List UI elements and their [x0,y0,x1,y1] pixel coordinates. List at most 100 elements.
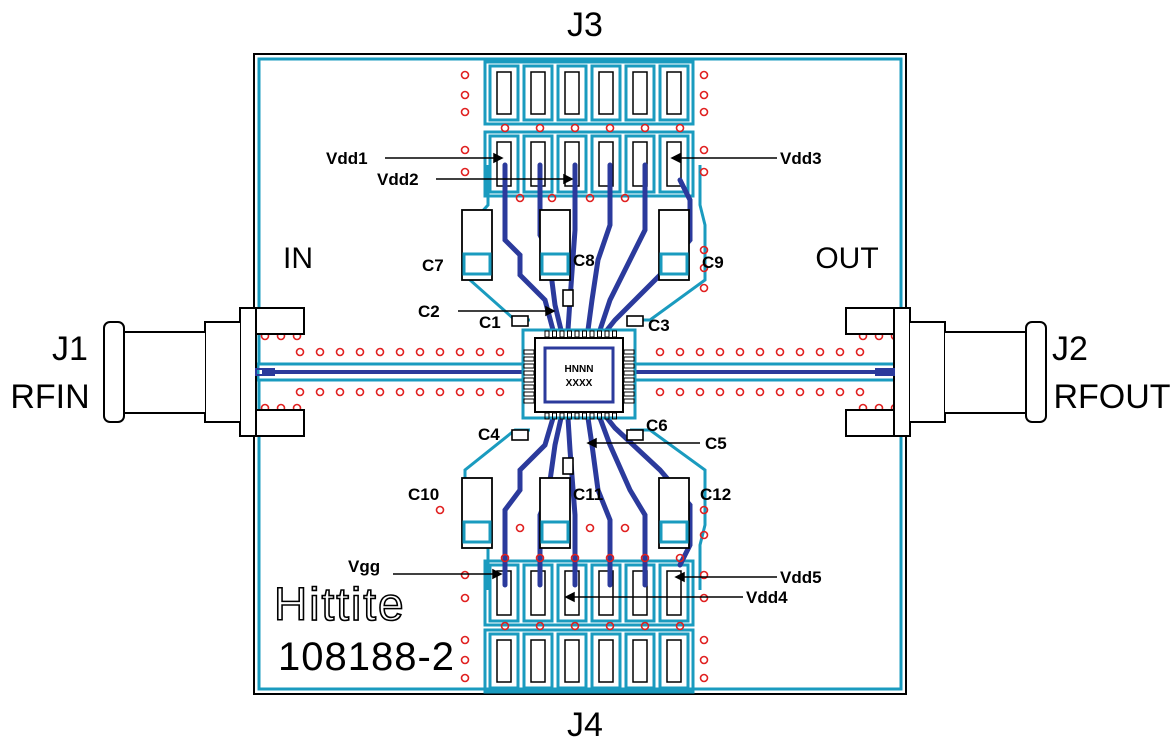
via [620,523,630,533]
capacitor-small [511,315,529,327]
via [835,347,845,357]
via [699,593,709,603]
output-port-label: OUT [815,242,878,275]
trace [597,162,648,333]
via [500,553,510,563]
cap-c7-label: C7 [422,256,444,275]
vdd4-label: Vdd4 [746,588,788,607]
chip-pin [523,377,535,383]
via [500,123,510,133]
via [585,523,595,533]
header-pin [496,639,512,683]
vdd3-label: Vdd3 [780,149,822,168]
cap-c9-label: C9 [702,253,724,272]
leader-lines [385,152,777,603]
via [315,387,325,397]
via [755,347,765,357]
via [415,387,425,397]
via [395,387,405,397]
cap-c2-label: C2 [418,302,440,321]
via [735,387,745,397]
capacitor-small [511,429,529,441]
cap-c11-label: C11 [573,485,603,504]
via [795,387,805,397]
header-pin [530,71,546,115]
chip-pin [523,363,535,369]
via [315,347,325,357]
via [855,347,865,357]
via [535,621,545,631]
vdd5-label: Vdd5 [780,568,822,587]
via [640,123,650,133]
via [675,621,685,631]
capacitor-pad [659,520,689,544]
trace [565,162,578,333]
via [699,505,709,515]
chip-pin [552,330,557,338]
via [335,387,345,397]
via [699,107,709,117]
dc-traces [502,162,693,588]
via [815,347,825,357]
via [460,593,470,603]
via [699,655,709,665]
connector-j3-label: J3 [567,6,603,44]
chip-pin [623,384,635,390]
header-pin [632,71,648,115]
chip-pin [523,391,535,397]
header-pin [564,639,580,683]
via [475,347,485,357]
chip-pin [574,330,580,338]
via [460,655,470,665]
chip-pin [567,412,572,420]
header-pin [530,639,546,683]
header-pin [666,71,682,115]
via [640,553,650,563]
cap-c10-label: C10 [408,485,439,504]
chip-pin [597,330,602,338]
via [415,347,425,357]
via [460,635,470,645]
chip-marking-line1: HNNN [565,364,594,375]
chip-pin [523,384,535,390]
capacitor-pad [659,252,689,276]
cap-c4-label: C4 [478,425,500,444]
via [475,387,485,397]
chip-pin [604,330,610,338]
trace [585,162,613,333]
header-block [483,628,695,694]
chip-pin [523,356,535,362]
via [675,387,685,397]
chip-pin [523,349,535,355]
via [570,123,580,133]
sma-connector-left [103,307,305,437]
cap-c6-label: C6 [646,416,668,435]
via [460,70,470,80]
via [699,263,709,273]
via [375,387,385,397]
via [570,553,580,563]
via [699,90,709,100]
via [835,387,845,397]
via [699,635,709,645]
capacitor-pads [461,209,690,549]
via [715,347,725,357]
header-pad-outline [658,632,690,690]
connector-j4-label: J4 [567,706,603,744]
chip-pin [523,398,535,404]
capacitor-pad [462,252,492,276]
header-pin [666,141,682,187]
capacitor-small [626,429,644,441]
via [570,621,580,631]
via [775,387,785,397]
connector-j2-name: RFOUT [1053,378,1170,416]
vdd2-label: Vdd2 [377,170,419,189]
via [585,193,595,203]
manufacturer-logo: Hittite [274,578,406,630]
via [435,505,445,515]
via [515,193,525,203]
header-pin [564,71,580,115]
via [515,523,525,533]
vdd1-label: Vdd1 [326,149,368,168]
chip-pin [559,412,565,420]
